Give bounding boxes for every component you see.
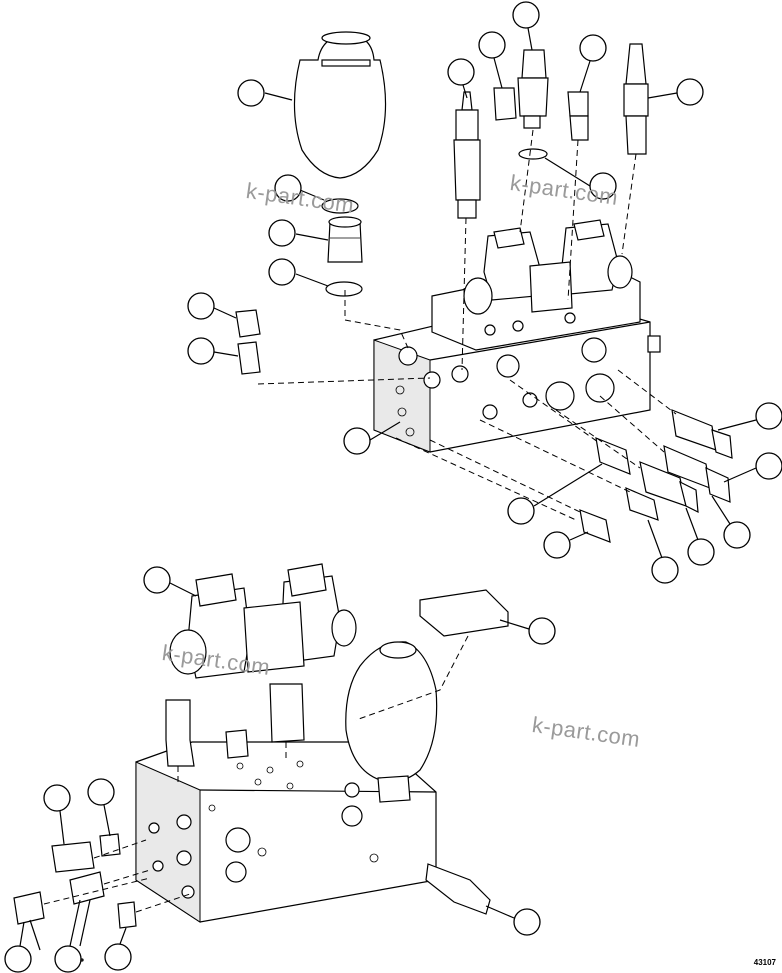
callout-10 [512,1,540,51]
solenoid-upper-right [529,219,633,313]
callout-12 [647,78,704,106]
callout-23 [43,784,71,845]
valve-block-upper [373,261,661,453]
fitting-lower-5 [117,901,137,929]
callout-19 [507,463,603,525]
callout-9 [478,31,506,89]
callout-5 [187,292,237,320]
connector-block [419,589,509,637]
fitting-lower-4 [13,891,45,925]
cap-lower [225,729,249,759]
callout-15 [723,452,782,483]
callout-13 [544,157,617,200]
solenoid-lower-pair [169,563,357,679]
callout-3 [268,219,329,247]
callout-26 [54,899,82,973]
callout-16 [711,495,751,549]
callout-6 [187,337,239,365]
callout-17 [685,507,715,566]
callout-27 [104,927,132,971]
callouts [4,1,782,973]
callout-29 [79,899,91,962]
callout-18 [647,519,679,584]
callout-14 [717,402,782,431]
cartridges-right [579,409,733,543]
cartridge-lower-right [425,863,491,915]
upper-assembly [235,31,733,543]
callout-25 [4,921,32,973]
o-ring-upper-1 [321,198,359,214]
fitting-lower-1 [51,841,95,873]
cartridge-lower-left [165,699,195,767]
cap-nut-upper [235,309,261,338]
accumulator-lower [345,641,438,803]
solenoid-upper-left [463,227,541,315]
callout-20 [543,531,589,559]
cartridge-lower-mid [269,683,305,743]
callout-30 [29,919,41,951]
cartridges-top [453,43,649,219]
plug-fitting-upper [237,341,261,375]
valve-block-lower [135,741,437,923]
callout-4 [268,258,329,287]
callout-2 [274,174,325,202]
accumulator-upper [293,31,387,179]
fitting-lower-2 [99,833,121,857]
fitting-lower-3 [69,871,105,905]
callout-21 [143,566,197,597]
callout-11 [579,34,607,93]
callout-7 [343,421,401,455]
callout-1 [237,79,293,107]
callout-24 [87,778,115,837]
adapter-fitting-upper [327,216,363,263]
callout-8 [447,58,475,99]
callout-22 [499,617,556,645]
o-ring-upper-2 [325,281,363,297]
callout-28 [485,905,541,936]
figure-number: 43107 [753,958,776,967]
lower-assembly [13,563,509,929]
